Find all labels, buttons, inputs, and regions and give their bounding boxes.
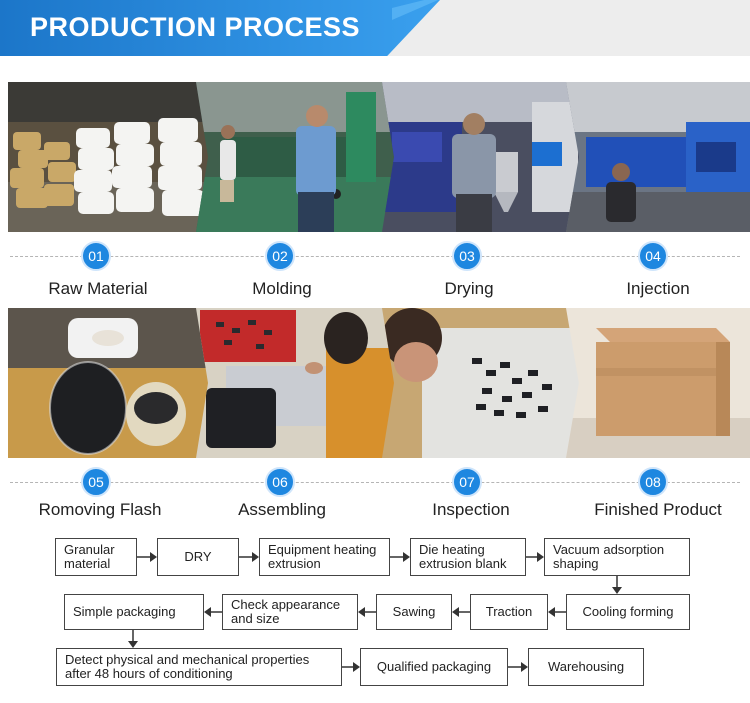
step-label: Assembling: [238, 500, 326, 519]
photo-molding: [196, 82, 396, 232]
step-label: Finished Product: [594, 500, 722, 519]
flow-box-check-appearance-and-size: Check appearance and size: [222, 594, 358, 630]
flow-arrow-right: [390, 550, 410, 564]
step-label: Inspection: [432, 500, 510, 519]
step-number-badge: 03: [452, 241, 482, 271]
photo-injection: [566, 82, 750, 232]
photo-finished-product: [566, 308, 750, 458]
flow-box-equipment-heating-extrusion: Equipment heating extrusion: [259, 538, 390, 576]
step-label: Raw Material: [48, 279, 148, 298]
photo-drying: [382, 82, 582, 232]
photo-assembling: [196, 308, 396, 458]
timeline-dashed-line-2: [10, 482, 740, 483]
flow-box-detect-properties: Detect physical and mechanical propertie…: [56, 648, 342, 686]
flow-arrow-right: [526, 550, 544, 564]
step-label: Injection: [626, 279, 690, 298]
flow-box-cooling-forming: Cooling forming: [566, 594, 690, 630]
step-label: Drying: [444, 279, 494, 298]
flow-arrow-right: [239, 550, 259, 564]
step-label: Molding: [252, 279, 312, 298]
step-number-badge: 08: [638, 467, 668, 497]
flow-arrow-down: [126, 630, 140, 648]
flow-arrow-right: [508, 660, 528, 674]
flow-box-sawing: Sawing: [376, 594, 452, 630]
flow-arrow-left: [452, 605, 470, 619]
flow-box-simple-packaging: Simple packaging: [64, 594, 204, 630]
step-label: Romoving Flash: [38, 500, 162, 519]
step-number-badge: 05: [81, 467, 111, 497]
page-title: PRODUCTION PROCESS: [30, 12, 361, 42]
flow-box-granular-material: Granular material: [55, 538, 137, 576]
photo-inspection: [382, 308, 582, 458]
flow-arrow-right: [137, 550, 157, 564]
flow-box-traction: Traction: [470, 594, 548, 630]
timeline-dashed-line-1: [10, 256, 740, 257]
flow-arrow-right: [342, 660, 360, 674]
flow-box-qualified-packaging: Qualified packaging: [360, 648, 508, 686]
header-banner: [0, 0, 440, 56]
step-number-badge: 07: [452, 467, 482, 497]
step-number-badge: 06: [265, 467, 295, 497]
flow-arrow-left: [548, 605, 566, 619]
photo-removing-flash: [8, 308, 208, 458]
flow-box-warehousing: Warehousing: [528, 648, 644, 686]
flow-arrow-left: [204, 605, 222, 619]
flow-arrow-down: [610, 576, 624, 594]
photo-raw-material: [8, 82, 208, 232]
step-number-badge: 01: [81, 241, 111, 271]
flow-box-die-heating-extrusion-blank: Die heating extrusion blank: [410, 538, 526, 576]
flow-box-dry: DRY: [157, 538, 239, 576]
flow-box-vacuum-adsorption-shaping: Vacuum adsorption shaping: [544, 538, 690, 576]
flow-arrow-left: [358, 605, 376, 619]
step-number-badge: 02: [265, 241, 295, 271]
step-number-badge: 04: [638, 241, 668, 271]
